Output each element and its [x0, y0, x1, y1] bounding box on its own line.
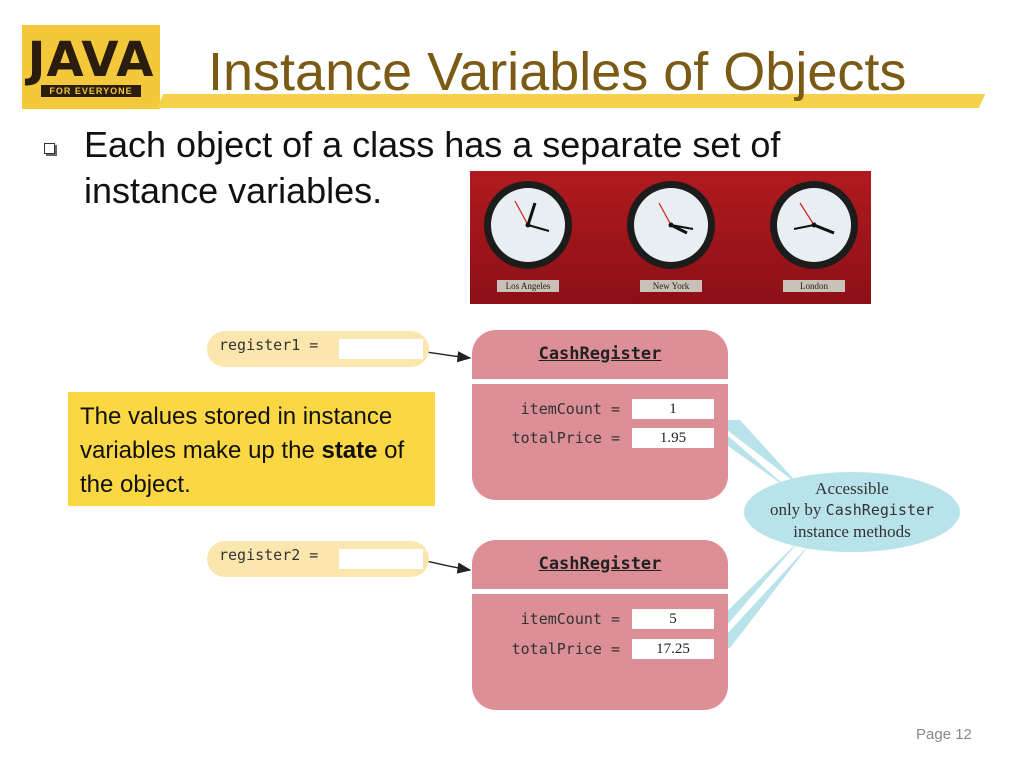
cash-register-object-1: CashRegister itemCount = 1 totalPrice = … [472, 330, 728, 500]
callout-tail [714, 540, 800, 624]
field-label: itemCount = [520, 400, 620, 418]
logo-subtitle: FOR EVERYONE [41, 85, 141, 97]
callout-tail [714, 544, 810, 648]
callout-text: Accessible only by CashRegister instance… [743, 478, 961, 542]
object-class-name: CashRegister [538, 554, 662, 574]
callout-line: only by CashRegister [743, 499, 961, 521]
reference-register1: register1 = [207, 331, 429, 367]
clock-caption: London [783, 280, 845, 292]
reference-label: register1 = [219, 336, 319, 354]
clock-icon [627, 181, 715, 269]
clock-caption: Los Angeles [497, 280, 559, 292]
callout-tail [714, 436, 790, 490]
object-divider [472, 379, 728, 384]
java-logo: JAVA FOR EVERYONE [22, 25, 160, 109]
cash-register-object-2: CashRegister itemCount = 5 totalPrice = … [472, 540, 728, 710]
field-value: 17.25 [632, 639, 714, 659]
clock-icon [484, 181, 572, 269]
callout-prefix: only by [769, 500, 826, 519]
callout-line: Accessible [815, 479, 889, 498]
callout-class-name: CashRegister [825, 501, 935, 519]
field-value: 1.95 [632, 428, 714, 448]
bullet-square-icon [44, 143, 55, 154]
reference-register2: register2 = [207, 541, 429, 577]
reference-slot [339, 549, 423, 569]
field-label: itemCount = [520, 610, 620, 628]
note-text: The values stored in instance variables … [80, 403, 393, 464]
object-class-name: CashRegister [538, 344, 662, 364]
reference-slot [339, 339, 423, 359]
object-divider [472, 589, 728, 594]
field-value: 5 [632, 609, 714, 629]
field-label: totalPrice = [511, 640, 620, 658]
bullet-text: Each object of a class has a separate se… [84, 124, 781, 211]
clock-caption: New York [640, 280, 702, 292]
reference-label: register2 = [219, 546, 319, 564]
callout-tail [714, 420, 800, 486]
slide-title: Instance Variables of Objects [208, 42, 907, 102]
note-text: of the object. [80, 437, 405, 498]
callout-bubble [744, 472, 960, 552]
callout-line: instance methods [793, 522, 911, 541]
note-bold-word: state [321, 437, 378, 464]
state-note: The values stored in instance variables … [68, 392, 435, 506]
field-label: totalPrice = [511, 429, 620, 447]
page-number: Page 12 [916, 726, 972, 743]
clock-icon [770, 181, 858, 269]
field-value: 1 [632, 399, 714, 419]
world-clocks-photo: Los Angeles New York London [470, 171, 871, 304]
logo-word: JAVA [27, 32, 155, 88]
